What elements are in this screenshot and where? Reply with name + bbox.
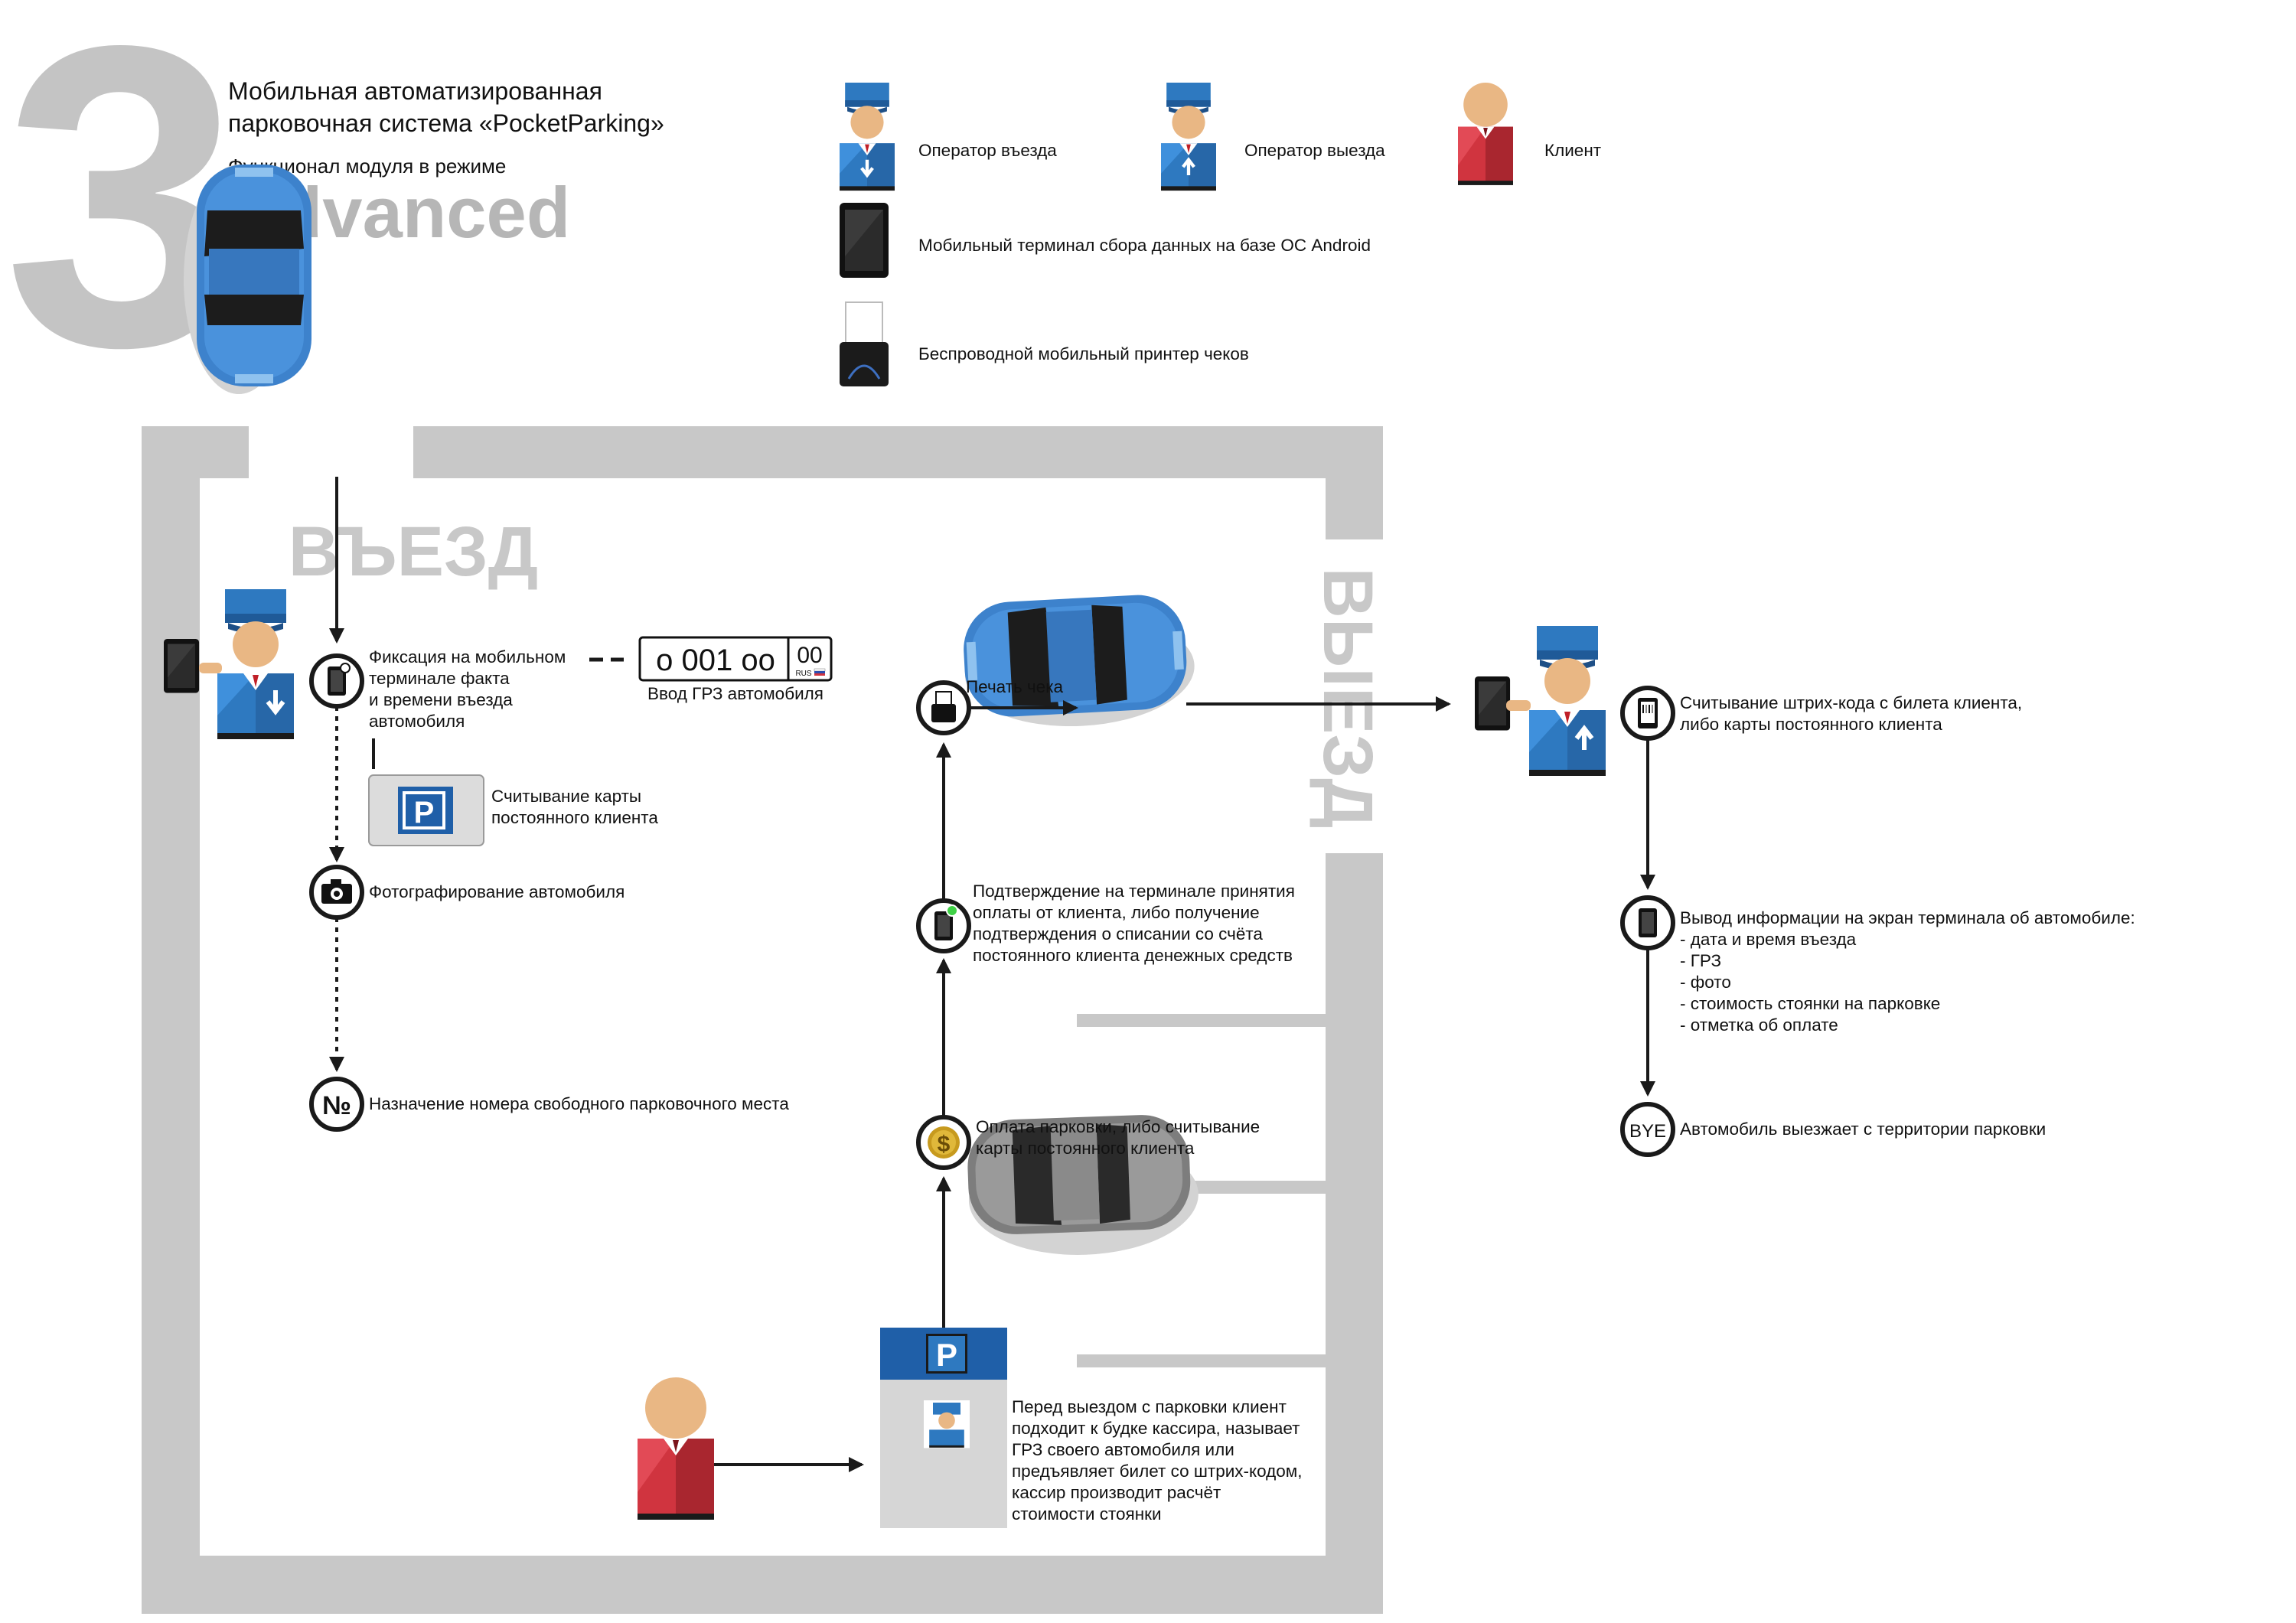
coin-icon: $	[928, 1126, 960, 1159]
title-line-1: Мобильная автоматизированная	[228, 77, 602, 105]
plate-flag-white	[814, 668, 826, 672]
entry-operator-terminal-icon	[164, 639, 200, 693]
cashier-booth: P	[880, 1328, 1007, 1528]
legend: Оператор въезда Оператор выезда Клиент М…	[840, 83, 1601, 386]
step-confirm-l4: постоянного клиента денежных средств	[973, 946, 1293, 965]
exit-operator-terminal-icon	[1475, 676, 1511, 731]
exit-operator-hand	[1506, 700, 1531, 711]
camera-icon	[321, 879, 352, 904]
entering-car	[184, 165, 311, 394]
booth-description-l6: стоимости стоянки	[1012, 1504, 1162, 1524]
legend-client: Клиент	[1544, 141, 1601, 160]
step-pay-l2: карты постоянного клиента	[976, 1139, 1195, 1158]
legend-printer: Беспроводной мобильный принтер чеков	[918, 344, 1249, 363]
legend-exit-operator: Оператор выезда	[1244, 141, 1385, 160]
terminal-display-icon	[1639, 908, 1657, 937]
loyalty-card: P	[368, 774, 484, 846]
booth-description: Перед выездом с парковки клиент подходит…	[1012, 1397, 1307, 1524]
terminal-icon	[328, 663, 351, 696]
step-space: Назначение номера свободного парковочног…	[369, 1094, 789, 1113]
booth-description-l1: Перед выездом с парковки клиент	[1012, 1397, 1287, 1416]
plate-flag-blue	[814, 671, 825, 673]
scanner-icon	[1638, 698, 1658, 728]
legend-client-icon	[1458, 83, 1513, 185]
step-scan-l1: Считывание штрих-кода с билета клиента,	[1680, 693, 2022, 712]
exit-operator-icon	[1529, 626, 1606, 776]
step-confirm-l2: оплаты от клиента, либо получение	[973, 903, 1260, 922]
coin-symbol: $	[938, 1132, 951, 1157]
plate-caption: Ввод ГРЗ автомобиля	[647, 684, 823, 703]
legend-terminal-icon	[840, 203, 889, 278]
legend-operator-exit-icon	[1161, 83, 1216, 191]
step-confirm-l3: подтверждения о списании со счёта	[973, 924, 1263, 943]
printer-icon	[931, 691, 956, 722]
license-plate: о 001 оо 00 RUS	[638, 636, 833, 682]
entry-operator-hand	[199, 663, 222, 673]
step-entry-fixation: Фиксация на мобильном терминале факта и …	[369, 647, 571, 731]
step-bye-node	[1620, 1102, 1675, 1157]
step-display-l4: - фото	[1680, 973, 1731, 992]
title-line-2: парковочная система «PocketParking»	[228, 109, 664, 137]
step-pay: Оплата парковки, либо считывание карты п…	[976, 1117, 1264, 1158]
step-scan-l2: либо карты постоянного клиента	[1680, 715, 1942, 734]
cashier-icon	[924, 1400, 970, 1449]
booth-description-l4: предъявляет билет со штрих-кодом,	[1012, 1462, 1303, 1481]
plate-flag-red	[814, 673, 825, 676]
exiting-car	[961, 592, 1198, 732]
step-card-read: Считывание карты постоянного клиента	[491, 787, 658, 827]
number-sign-icon: №	[322, 1091, 351, 1120]
step-scan: Считывание штрих-кода с билета клиента, …	[1680, 693, 2027, 734]
booth-letter: P	[936, 1337, 957, 1373]
client-icon	[638, 1377, 714, 1520]
step-confirm: Подтверждение на терминале принятия опла…	[973, 882, 1300, 965]
exit-zone-label: ВЫЕЗД	[1309, 567, 1387, 828]
parking-lot-walls	[142, 426, 1383, 1614]
booth-description-l3: ГРЗ своего автомобиля или	[1012, 1440, 1234, 1459]
step-entry-fixation-l1: Фиксация на мобильном	[369, 647, 566, 666]
booth-description-l2: подходит к будке кассира, называет	[1012, 1419, 1300, 1438]
step-confirm-l1: Подтверждение на терминале принятия	[973, 882, 1295, 901]
step-display-l3: - ГРЗ	[1680, 951, 1721, 970]
step-bye: Автомобиль выезжает с территории парковк…	[1680, 1119, 2046, 1139]
step-pay-l1: Оплата парковки, либо считывание	[976, 1117, 1260, 1136]
plate-number: о 001 оо	[656, 644, 775, 677]
step-entry-fixation-l2: терминале факта	[369, 669, 510, 688]
step-display-l5: - стоимость стоянки на парковке	[1680, 994, 1940, 1013]
step-entry-fixation-l3: и времени въезда	[369, 690, 513, 709]
card-letter: P	[414, 796, 435, 829]
step-card-read-l2: постоянного клиента	[491, 808, 658, 827]
step-entry-fixation-l4: автомобиля	[369, 712, 465, 731]
terminal-confirm-icon	[934, 904, 958, 940]
booth-description-l5: кассир производит расчёт	[1012, 1483, 1221, 1502]
plate-country: RUS	[795, 670, 811, 678]
bye-icon: BYE	[1629, 1121, 1666, 1142]
step-photo: Фотографирование автомобиля	[369, 882, 625, 901]
step-display-l6: - отметка об оплате	[1680, 1015, 1838, 1035]
plate-region: 00	[797, 643, 822, 668]
step-display: Вывод информации на экран терминала об а…	[1680, 908, 2140, 1035]
entry-zone-label: ВЪЕЗД	[289, 513, 538, 591]
step-space-node	[309, 1077, 364, 1132]
legend-operator-entry-icon	[840, 83, 895, 191]
step-print: Печать чека	[966, 677, 1064, 696]
step-display-l2: - дата и время въезда	[1680, 930, 1857, 949]
entry-operator-icon	[217, 589, 294, 739]
legend-entry-operator: Оператор въезда	[918, 141, 1057, 160]
legend-terminal: Мобильный терминал сбора данных на базе …	[918, 236, 1371, 255]
step-card-read-l1: Считывание карты	[491, 787, 641, 806]
step-display-l1: Вывод информации на экран терминала об а…	[1680, 908, 2135, 927]
legend-printer-icon	[840, 301, 889, 386]
parked-car	[967, 1115, 1199, 1255]
